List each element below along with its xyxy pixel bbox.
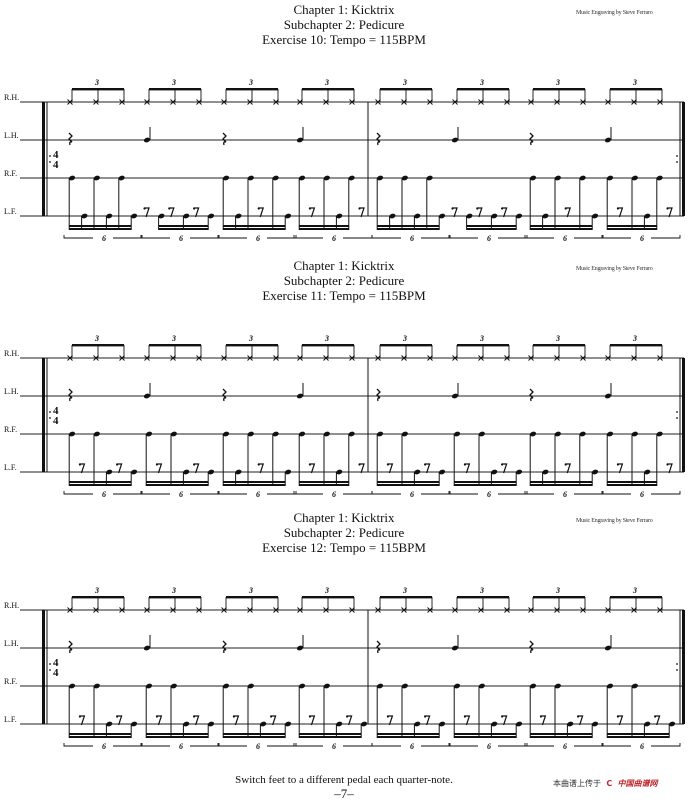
title-subchapter: Subchapter 2: Pedicure [283, 525, 405, 540]
svg-text:3: 3 [94, 334, 99, 343]
svg-text:6: 6 [563, 234, 567, 243]
svg-text:3: 3 [555, 586, 560, 595]
svg-text:3: 3 [555, 78, 560, 87]
title-chapter: Chapter 1: Kicktrix [293, 510, 395, 525]
staff-label-lh: L.H. [4, 387, 19, 396]
svg-text:6: 6 [640, 234, 644, 243]
footer-instruction: Switch feet to a different pedal each qu… [235, 774, 453, 786]
svg-text:3: 3 [171, 78, 176, 87]
staff-label-lf: L.F. [4, 207, 17, 216]
staff-label-lf: L.F. [4, 715, 17, 724]
svg-text:6: 6 [332, 234, 336, 243]
engraving-credit: Music Engraving by Steve Ferraro [576, 10, 653, 16]
svg-text:3: 3 [94, 78, 99, 87]
svg-text:3: 3 [632, 334, 637, 343]
svg-text:6: 6 [410, 742, 414, 751]
svg-text:3: 3 [171, 334, 176, 343]
svg-text:4: 4 [53, 149, 59, 161]
svg-text:6: 6 [410, 234, 414, 243]
svg-text:6: 6 [179, 234, 183, 243]
svg-text:3: 3 [632, 586, 637, 595]
svg-text:6: 6 [102, 234, 106, 243]
svg-text:4: 4 [53, 657, 59, 669]
staff-label-rh: R.H. [4, 601, 20, 610]
watermark-text: 本曲谱上传于 [553, 779, 601, 788]
svg-text:6: 6 [487, 234, 491, 243]
page-number: –7– [334, 786, 354, 801]
staff-label-rh: R.H. [4, 349, 20, 358]
svg-text:3: 3 [248, 334, 253, 343]
watermark-brand: 中国曲谱网 [617, 779, 658, 788]
staff-label-rf: R.F. [4, 425, 18, 434]
svg-text:6: 6 [563, 742, 567, 751]
staff-label-lf: L.F. [4, 463, 17, 472]
svg-text:3: 3 [479, 586, 484, 595]
svg-text:4: 4 [53, 415, 59, 427]
staff-label-rh: R.H. [4, 93, 20, 102]
svg-text:6: 6 [179, 742, 183, 751]
svg-text:3: 3 [479, 78, 484, 87]
svg-text:6: 6 [487, 742, 491, 751]
svg-text:6: 6 [332, 742, 336, 751]
svg-text:3: 3 [402, 586, 407, 595]
svg-text:3: 3 [94, 586, 99, 595]
svg-text:4: 4 [53, 405, 59, 417]
staff-label-rf: R.F. [4, 677, 18, 686]
svg-text:6: 6 [563, 490, 567, 499]
svg-text:3: 3 [324, 78, 329, 87]
svg-text:6: 6 [410, 490, 414, 499]
site-logo-icon: C [603, 779, 615, 788]
svg-text:6: 6 [256, 490, 260, 499]
engraving-credit: Music Engraving by Steve Ferraro [576, 518, 653, 524]
svg-text:6: 6 [332, 490, 336, 499]
svg-text:3: 3 [324, 586, 329, 595]
svg-text:4: 4 [53, 159, 59, 171]
title-exercise: Exercise 12: Tempo = 115BPM [262, 540, 426, 555]
watermark: 本曲谱上传于 C 中国曲谱网 [553, 778, 658, 789]
svg-text:4: 4 [53, 667, 59, 679]
svg-text:3: 3 [171, 586, 176, 595]
svg-text:6: 6 [256, 234, 260, 243]
title-chapter: Chapter 1: Kicktrix [293, 2, 395, 17]
title-exercise: Exercise 11: Tempo = 115BPM [262, 288, 426, 303]
svg-text:3: 3 [248, 586, 253, 595]
svg-text:3: 3 [632, 78, 637, 87]
staff-label-lh: L.H. [4, 639, 19, 648]
staff-label-lh: L.H. [4, 131, 19, 140]
svg-text:3: 3 [479, 334, 484, 343]
svg-text:3: 3 [402, 334, 407, 343]
svg-text:6: 6 [179, 490, 183, 499]
title-subchapter: Subchapter 2: Pedicure [283, 17, 405, 32]
svg-text:6: 6 [640, 742, 644, 751]
svg-text:3: 3 [402, 78, 407, 87]
svg-text:6: 6 [102, 742, 106, 751]
svg-text:6: 6 [102, 490, 106, 499]
svg-text:3: 3 [248, 78, 253, 87]
title-subchapter: Subchapter 2: Pedicure [283, 273, 405, 288]
svg-text:3: 3 [555, 334, 560, 343]
title-exercise: Exercise 10: Tempo = 115BPM [262, 32, 426, 47]
svg-text:6: 6 [487, 490, 491, 499]
staff-label-rf: R.F. [4, 169, 18, 178]
svg-text:6: 6 [256, 742, 260, 751]
title-chapter: Chapter 1: Kicktrix [293, 258, 395, 273]
svg-text:3: 3 [324, 334, 329, 343]
engraving-credit: Music Engraving by Steve Ferraro [576, 266, 653, 272]
svg-text:6: 6 [640, 490, 644, 499]
